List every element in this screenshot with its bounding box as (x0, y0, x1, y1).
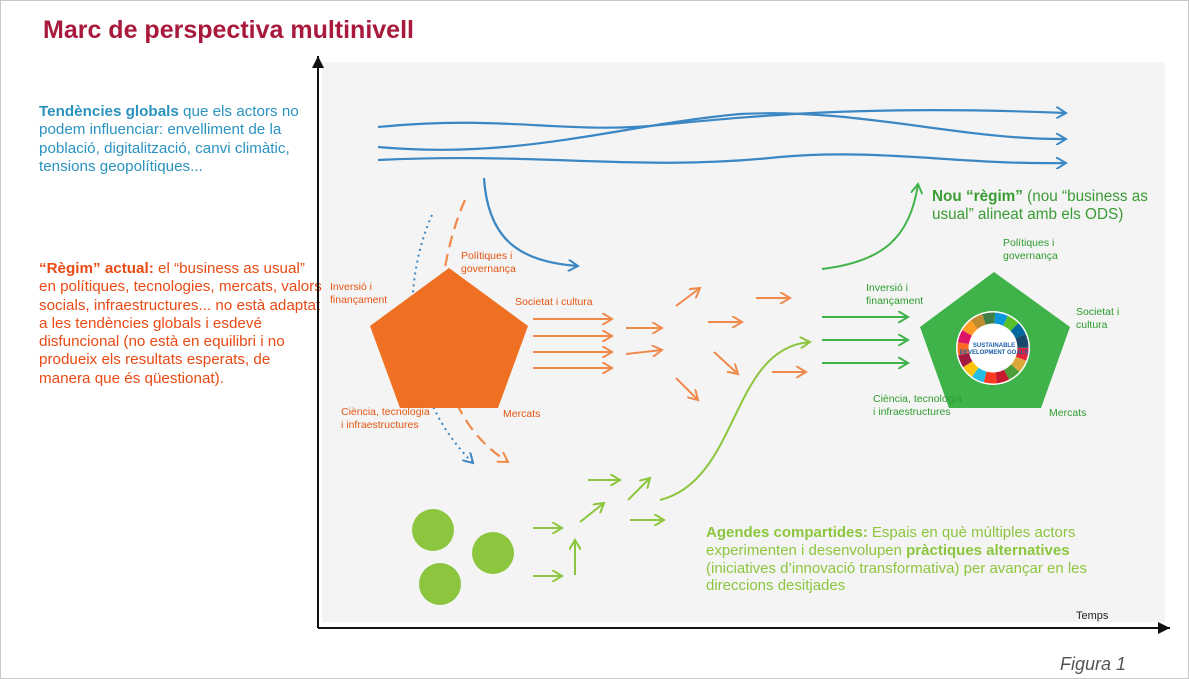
new-regime-body: (nou “business as usual” alineat amb els… (932, 188, 1148, 224)
shared-agendas-body-1: Espais en què múltiples actors experimen… (706, 524, 1076, 559)
page-title: Marc de perspectiva multinivell (43, 16, 414, 44)
new-mercats-label: Mercats (1049, 407, 1087, 419)
current-mercats-label: Mercats (503, 408, 541, 420)
current-regime-pentagon (370, 268, 528, 408)
regime-dispersion-arrows (533, 288, 806, 400)
niche-circles (412, 509, 514, 605)
current-societat-label: Societat i cultura (515, 296, 593, 308)
shared-agendas-body-2: (iniciatives d’innovació transformativa)… (706, 559, 1088, 595)
sdg-logo-text: SUSTAINABLE DEVELOPMENT GOALS (959, 343, 1029, 356)
current-politiques-label: Polítiques i governança (461, 250, 516, 275)
current-ciencia-label: Ciència, tecnologia i infraestructures (341, 406, 430, 431)
new-inversio-label: Inversió i finançament (866, 282, 924, 307)
new-politiques-label: Polítiques i governança (1003, 237, 1058, 262)
new-regime-heading: Nou “règim” (932, 188, 1023, 205)
new-regime-arrows (821, 184, 918, 363)
x-axis-label: Temps (1076, 610, 1109, 622)
figure-caption: Figura 1 (1060, 654, 1127, 674)
new-societat-label: Societat i cultura (1076, 306, 1120, 331)
current-regime-body: el “business as usual” en polítiques, te… (39, 260, 322, 387)
niche-arrows (533, 342, 810, 576)
new-regime-text: Nou “règim” (nou “business as usual” ali… (932, 188, 1152, 224)
global-trend-arrows (377, 110, 1066, 266)
shared-agendas-heading: Agendes compartides: (706, 524, 868, 541)
shared-agendas-text: Agendes compartides: Espais en què múlti… (706, 524, 1106, 595)
global-trends-body: que els actors no podem influenciar: env… (39, 103, 299, 175)
global-trends-text: Tendències globals que els actors no pod… (39, 103, 322, 176)
dashed-regime-arrow (439, 199, 508, 462)
current-inversio-label: Inversió i finançament (330, 281, 388, 306)
new-ciencia-label: Ciència, tecnologia i infraestructures (873, 393, 962, 418)
global-trends-heading: Tendències globals (39, 103, 179, 120)
shared-agendas-emphasis: pràctiques alternatives (906, 541, 1070, 559)
current-regime-heading: “Règim” actual: (39, 260, 154, 277)
current-regime-text: “Règim” actual: el “business as usual” e… (39, 260, 324, 388)
sdg-wheel-icon (956, 311, 1030, 385)
